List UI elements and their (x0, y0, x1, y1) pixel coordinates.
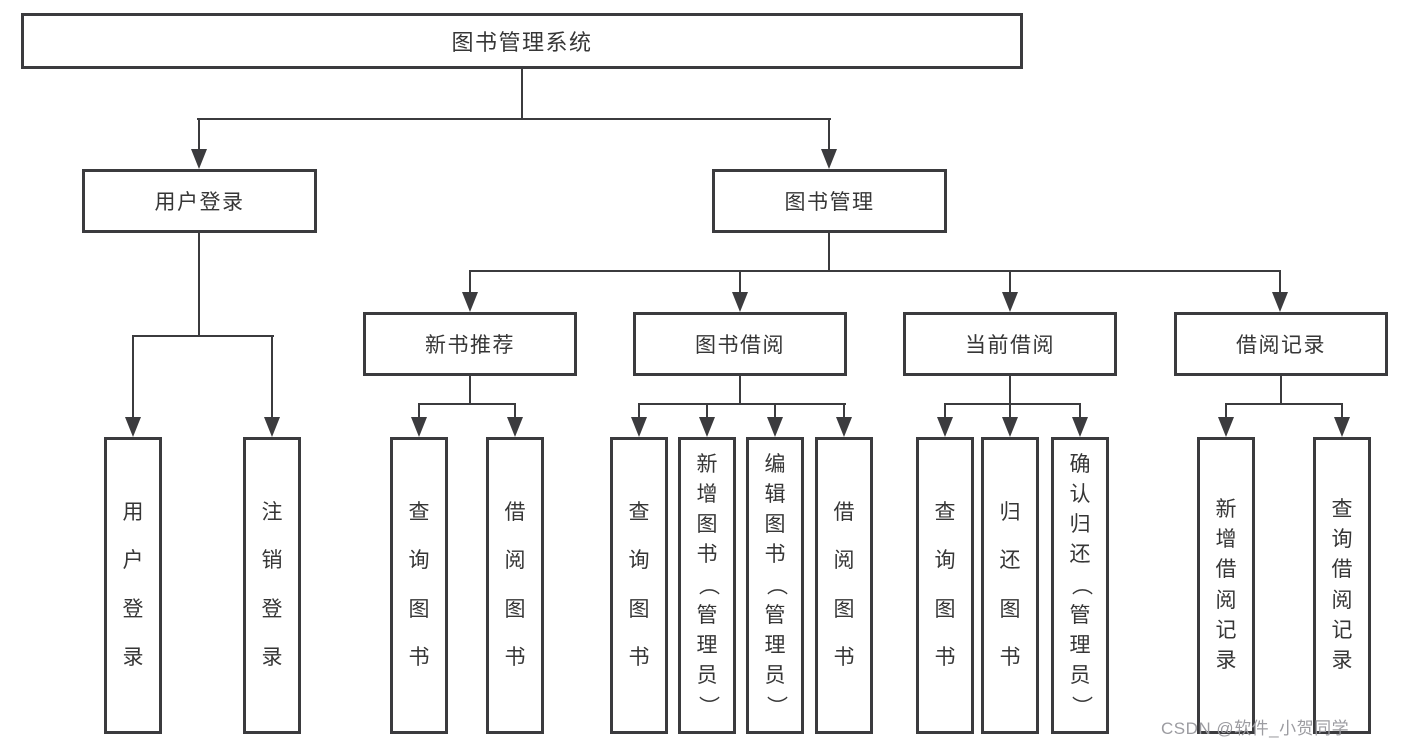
arrowhead-down-icon (631, 417, 647, 437)
node-leaf-cb-return-books-label: 归还图书 (999, 501, 1021, 669)
node-leaf-nb-borrow-books: 借阅图书 (486, 437, 544, 734)
node-leaf-bb-query-books: 查询图书 (610, 437, 668, 734)
node-leaf-logout: 注销登录 (243, 437, 301, 734)
arrowhead-down-icon (937, 417, 953, 437)
node-leaf-bb-add-books-admin: 新增图书（管理员） (678, 437, 736, 734)
node-leaf-cb-confirm-return-admin-label: 确认归还（管理员） (1069, 453, 1093, 717)
arrowhead-down-icon (191, 149, 207, 169)
node-leaf-bb-edit-books-admin: 编辑图书（管理员） (746, 437, 804, 734)
connector-line (1225, 403, 1343, 405)
node-leaf-nb-borrow-books-label: 借阅图书 (504, 501, 526, 669)
node-root-label: 图书管理系统 (451, 30, 593, 55)
node-leaf-user-login-label: 用户登录 (122, 501, 144, 669)
node-leaf-br-add-record: 新增借阅记录 (1197, 437, 1255, 734)
arrowhead-down-icon (462, 292, 478, 312)
connector-line (469, 376, 471, 405)
arrowhead-down-icon (1002, 417, 1018, 437)
connector-line (828, 118, 830, 152)
node-leaf-bb-query-books-label: 查询图书 (628, 501, 650, 669)
arrowhead-down-icon (507, 417, 523, 437)
arrowhead-down-icon (767, 417, 783, 437)
connector-line (1341, 403, 1343, 419)
connector-line (132, 335, 134, 420)
node-book-borrow-label: 图书借阅 (695, 334, 785, 357)
node-leaf-bb-edit-books-admin-label: 编辑图书（管理员） (764, 453, 788, 717)
connector-line (469, 270, 1281, 272)
arrowhead-down-icon (1002, 292, 1018, 312)
arrowhead-down-icon (125, 417, 141, 437)
node-new-book-recommend-label: 新书推荐 (425, 334, 515, 357)
connector-line (198, 118, 200, 152)
connector-line (944, 403, 1081, 405)
connector-line (843, 403, 845, 419)
node-leaf-cb-confirm-return-admin: 确认归还（管理员） (1051, 437, 1109, 734)
node-leaf-br-add-record-label: 新增借阅记录 (1215, 498, 1237, 672)
connector-line (469, 270, 471, 294)
node-user-login-label: 用户登录 (154, 191, 245, 214)
arrowhead-down-icon (732, 292, 748, 312)
node-leaf-bb-borrow-books-label: 借阅图书 (833, 501, 855, 669)
node-leaf-bb-add-books-admin-label: 新增图书（管理员） (696, 453, 720, 717)
connector-line (132, 335, 274, 337)
arrowhead-down-icon (1334, 417, 1350, 437)
connector-line (1009, 376, 1011, 405)
node-leaf-logout-label: 注销登录 (261, 501, 283, 669)
arrowhead-down-icon (836, 417, 852, 437)
connector-line (828, 233, 830, 272)
node-current-borrow-label: 当前借阅 (965, 334, 1055, 357)
connector-line (774, 403, 776, 419)
node-leaf-nb-query-books-label: 查询图书 (408, 501, 430, 669)
connector-line (1009, 403, 1011, 419)
node-leaf-user-login: 用户登录 (104, 437, 162, 734)
connector-line (1079, 403, 1081, 419)
node-leaf-nb-query-books: 查询图书 (390, 437, 448, 734)
arrowhead-down-icon (821, 149, 837, 169)
node-borrow-records-label: 借阅记录 (1236, 334, 1326, 357)
connector-line (418, 403, 420, 419)
arrowhead-down-icon (411, 417, 427, 437)
node-new-book-recommend: 新书推荐 (363, 312, 577, 376)
node-user-login: 用户登录 (82, 169, 317, 233)
watermark: CSDN @软件_小贺同学 (1161, 719, 1350, 738)
connector-line (514, 403, 516, 419)
arrowhead-down-icon (1272, 292, 1288, 312)
node-book-management-label: 图书管理 (784, 191, 875, 214)
connector-line (1279, 270, 1281, 294)
connector-line (197, 118, 831, 120)
node-leaf-cb-query-books-label: 查询图书 (934, 501, 956, 669)
connector-line (418, 403, 516, 405)
arrowhead-down-icon (699, 417, 715, 437)
connector-line (1009, 270, 1011, 294)
connector-line (271, 335, 273, 420)
node-root: 图书管理系统 (21, 13, 1023, 69)
arrowhead-down-icon (1218, 417, 1234, 437)
connector-line (1225, 403, 1227, 419)
node-leaf-br-query-record: 查询借阅记录 (1313, 437, 1371, 734)
node-leaf-bb-borrow-books: 借阅图书 (815, 437, 873, 734)
node-book-borrow: 图书借阅 (633, 312, 847, 376)
connector-line (739, 376, 741, 405)
arrowhead-down-icon (264, 417, 280, 437)
connector-line (1280, 376, 1282, 405)
node-leaf-br-query-record-label: 查询借阅记录 (1331, 498, 1353, 672)
connector-line (638, 403, 846, 405)
connector-line (706, 403, 708, 419)
connector-line (638, 403, 640, 419)
connector-line (944, 403, 946, 419)
connector-line (739, 270, 741, 294)
connector-line (521, 69, 523, 119)
node-leaf-cb-query-books: 查询图书 (916, 437, 974, 734)
arrowhead-down-icon (1072, 417, 1088, 437)
node-borrow-records: 借阅记录 (1174, 312, 1388, 376)
node-current-borrow: 当前借阅 (903, 312, 1117, 376)
node-leaf-cb-return-books: 归还图书 (981, 437, 1039, 734)
connector-line (198, 233, 200, 336)
node-book-management: 图书管理 (712, 169, 947, 233)
